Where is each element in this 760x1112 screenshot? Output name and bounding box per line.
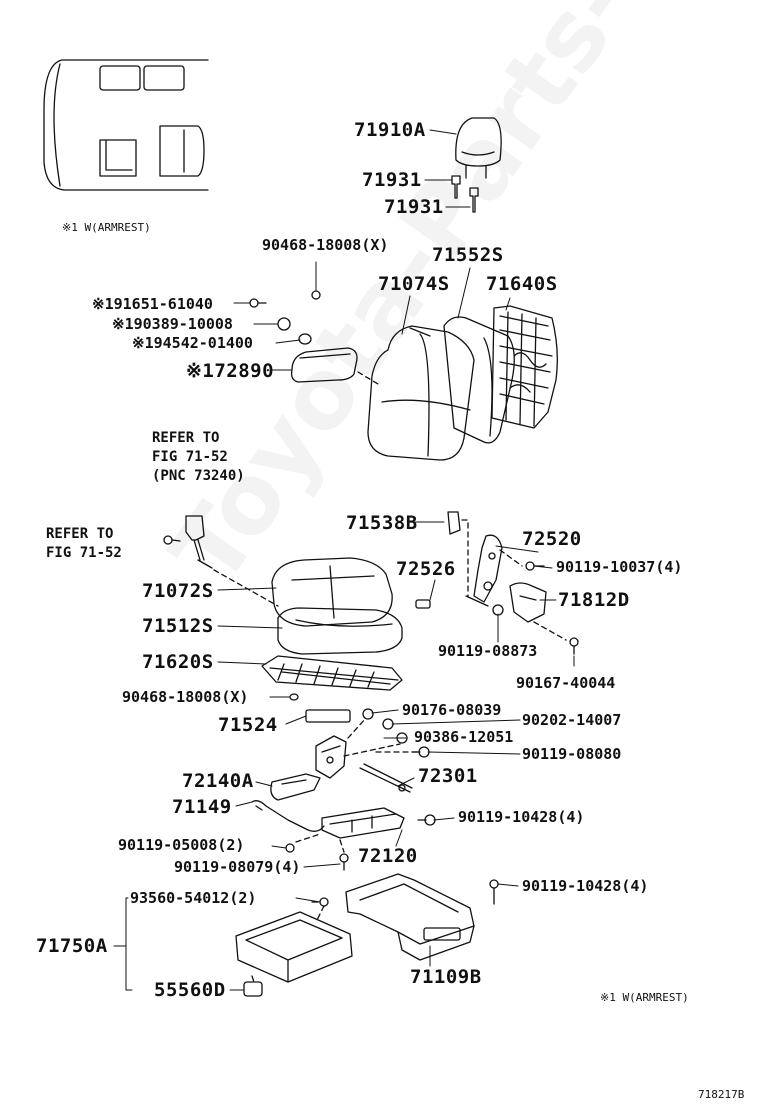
part-label-93560-54012[interactable]: 93560-54012(2) [130,889,257,907]
part-label-90176-08039[interactable]: 90176-08039 [402,701,502,719]
seat-cushion-frame [261,655,403,691]
hinge-leader-lines [461,519,567,641]
part-label-71149[interactable]: 71149 [172,796,232,818]
part-label-90167-40044[interactable]: 90167-40044 [516,674,616,692]
pad-strip [305,709,351,723]
vehicle-layout-thumbnail [43,59,209,191]
part-label-94542-01400[interactable]: ※194542-01400 [132,334,253,352]
headrest [455,117,502,179]
part-label-55560D[interactable]: 55560D [154,979,226,1001]
part-label-71512S[interactable]: 71512S [142,615,214,637]
figure-id: 718217B [698,1088,745,1101]
refer-upper-line3: (PNC 73240) [152,468,245,484]
note-armrest-bottom: ※1 W(ARMREST) [600,991,689,1004]
seat-riser [345,873,499,961]
part-label-90119-10037[interactable]: 90119-10037(4) [556,558,683,576]
headrest-supports [451,175,479,213]
refer-left-line2: FIG 71-52 [46,545,122,561]
part-label-90119-10428-upper[interactable]: 90119-10428(4) [458,808,585,826]
adjuster-leader-lines [295,717,421,853]
part-label-71910A[interactable]: 71910A [354,119,426,141]
armrest [249,290,358,383]
part-label-90119-08873[interactable]: 90119-08873 [438,642,538,660]
seatback-cover [367,325,475,461]
refer-upper-line1: REFER TO [152,430,220,446]
leader-lines [113,129,575,991]
seatback-frame [491,305,558,429]
part-label-71931-lower[interactable]: 71931 [384,196,444,218]
part-label-72120[interactable]: 72120 [358,845,418,867]
part-label-71552S[interactable]: 71552S [432,244,504,266]
tray-leader-lines [251,905,325,983]
part-label-71109B[interactable]: 71109B [410,966,482,988]
part-label-72526[interactable]: 72526 [396,558,456,580]
part-label-71072S[interactable]: 71072S [142,580,214,602]
part-label-90202-14007[interactable]: 90202-14007 [522,711,622,729]
adjuster-wire [251,800,325,832]
clip [289,693,299,701]
armrest-leader-lines [357,371,379,385]
part-label-90468-18008-bottom[interactable]: 90468-18008(X) [122,688,249,706]
part-label-72520[interactable]: 72520 [522,528,582,550]
part-label-90119-10428-lower[interactable]: 90119-10428(4) [522,877,649,895]
part-label-71074S[interactable]: 71074S [378,273,450,295]
part-label-90389-10008[interactable]: ※190389-10008 [112,315,233,333]
under-seat-tray [235,897,353,997]
part-label-90119-08079[interactable]: 90119-08079(4) [174,858,301,876]
part-label-90468-18008-top[interactable]: 90468-18008(X) [262,236,389,254]
adjuster-bracket [315,735,347,779]
part-label-71812D[interactable]: 71812D [558,589,630,611]
part-label-71524[interactable]: 71524 [218,714,278,736]
part-label-72140A[interactable]: 72140A [182,770,254,792]
part-label-71931-upper[interactable]: 71931 [362,169,422,191]
note-armrest-top: ※1 W(ARMREST) [62,221,151,234]
part-label-90119-08080[interactable]: 90119-08080 [522,745,622,763]
part-label-91651-61040[interactable]: ※191651-61040 [92,295,213,313]
part-label-71640S[interactable]: 71640S [486,273,558,295]
refer-left-line1: REFER TO [46,526,114,542]
seatback-pad [443,316,515,444]
seat-cushion-cover [271,557,393,627]
refer-note-left: REFER TO FIG 71-52 [46,525,122,563]
recliner-hinge [415,511,547,623]
refer-upper-line2: FIG 71-52 [152,449,228,465]
buckle-leader-lines [213,569,279,607]
part-label-90386-12051[interactable]: 90386-12051 [414,728,514,746]
part-label-90119-05008[interactable]: 90119-05008(2) [118,836,245,854]
part-label-71620S[interactable]: 71620S [142,651,214,673]
buckle-bracket [163,515,213,569]
seat-cushion-pad [277,607,403,655]
part-label-72890[interactable]: ※172890 [186,360,275,382]
part-label-71538B[interactable]: 71538B [346,512,418,534]
adjuster-lever [270,773,321,801]
adjuster-rod [359,763,413,793]
part-label-71750A[interactable]: 71750A [36,935,108,957]
part-label-72301[interactable]: 72301 [418,765,478,787]
refer-note-upper: REFER TO FIG 71-52 (PNC 73240) [152,429,245,486]
